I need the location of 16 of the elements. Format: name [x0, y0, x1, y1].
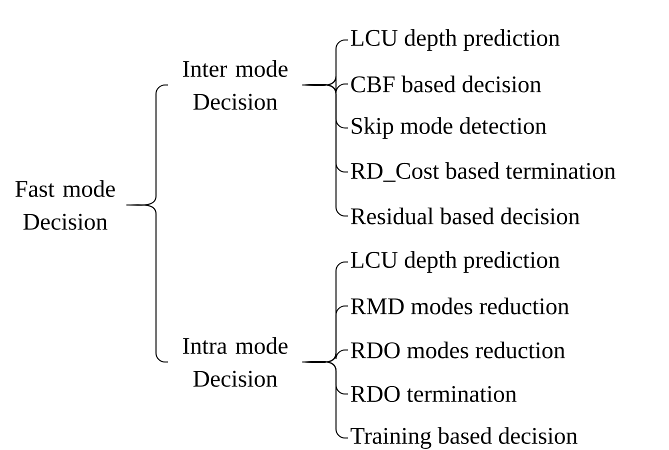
- item-text: CBF based decision: [351, 76, 542, 92]
- brace-line: [126, 204, 168, 363]
- item-text: Training based decision: [350, 427, 578, 449]
- item-text: RMD modes reduction: [350, 298, 569, 314]
- item-text: RDO termination: [350, 386, 517, 402]
- item-text: Skip mode detection: [352, 117, 546, 139]
- category-text: Inter mode Decision: [182, 60, 288, 110]
- item-text: LCU depth prediction: [350, 29, 560, 51]
- category-text: Fast mode Decision: [15, 180, 115, 230]
- category-text: Intra mode Decision: [182, 337, 288, 387]
- brace-line: [302, 84, 348, 217]
- item-text: Residual based decision: [350, 208, 580, 224]
- item-text: LCU depth prediction: [350, 251, 560, 273]
- item-text: RDO modes reduction: [350, 342, 565, 358]
- item-text: RD_Cost based termination: [350, 162, 616, 182]
- brace-line: [302, 360, 348, 439]
